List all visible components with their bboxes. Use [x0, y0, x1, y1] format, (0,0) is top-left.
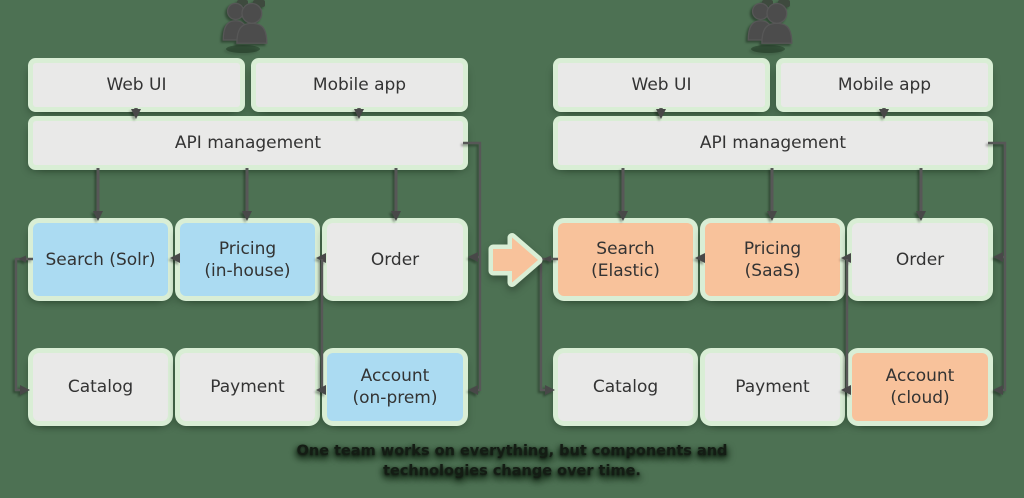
box-label: API management — [699, 133, 847, 153]
box-label: Web UI — [631, 75, 692, 95]
box-mobile-app: Mobile app — [781, 63, 988, 107]
box-label-line2: (on-prem) — [352, 388, 438, 408]
diagram-after: Web UI Mobile app API management Search … — [525, 0, 1024, 498]
box-pricing: Pricing (in-house) — [180, 223, 315, 296]
box-payment: Payment — [705, 353, 840, 421]
box-catalog: Catalog — [33, 353, 168, 421]
box-order: Order — [852, 223, 988, 296]
caption-line-2: technologies change over time. — [383, 463, 641, 479]
box-label: Mobile app — [312, 75, 407, 95]
box-web-ui: Web UI — [33, 63, 240, 107]
box-label: Catalog — [67, 377, 134, 397]
box-label: Account — [885, 366, 955, 386]
box-mobile-app: Mobile app — [256, 63, 463, 107]
caption: One team works on everything, but compon… — [0, 441, 1024, 481]
box-label: Mobile app — [837, 75, 932, 95]
box-label: Search — [596, 238, 655, 259]
box-label-line2: (Elastic) — [591, 260, 660, 281]
box-catalog: Catalog — [558, 353, 693, 421]
box-payment: Payment — [180, 353, 315, 421]
box-label: Pricing — [218, 238, 277, 259]
box-pricing: Pricing (SaaS) — [705, 223, 840, 296]
box-api-management: API management — [33, 121, 463, 165]
box-account: Account (cloud) — [852, 353, 988, 421]
box-label-line2: (SaaS) — [744, 260, 801, 281]
diagram-before: Web UI Mobile app API management Search … — [33, 63, 463, 421]
box-label: Search (Solr) — [45, 249, 156, 270]
box-label: Catalog — [592, 377, 659, 397]
box-web-ui: Web UI — [558, 63, 765, 107]
box-label: Order — [895, 249, 945, 270]
box-label: Account — [360, 366, 430, 386]
box-label: Payment — [735, 377, 810, 397]
box-label: API management — [174, 133, 322, 153]
box-label: Payment — [210, 377, 285, 397]
box-label-line2: (cloud) — [890, 388, 950, 408]
box-label-line2: (in-house) — [204, 260, 291, 281]
box-label: Web UI — [106, 75, 167, 95]
box-search: Search (Solr) — [33, 223, 168, 296]
box-label: Order — [370, 249, 420, 270]
box-search: Search (Elastic) — [558, 223, 693, 296]
box-order: Order — [327, 223, 463, 296]
box-account: Account (on-prem) — [327, 353, 463, 421]
caption-line-1: One team works on everything, but compon… — [296, 443, 728, 459]
box-label: Pricing — [743, 238, 802, 259]
box-api-management: API management — [558, 121, 988, 165]
